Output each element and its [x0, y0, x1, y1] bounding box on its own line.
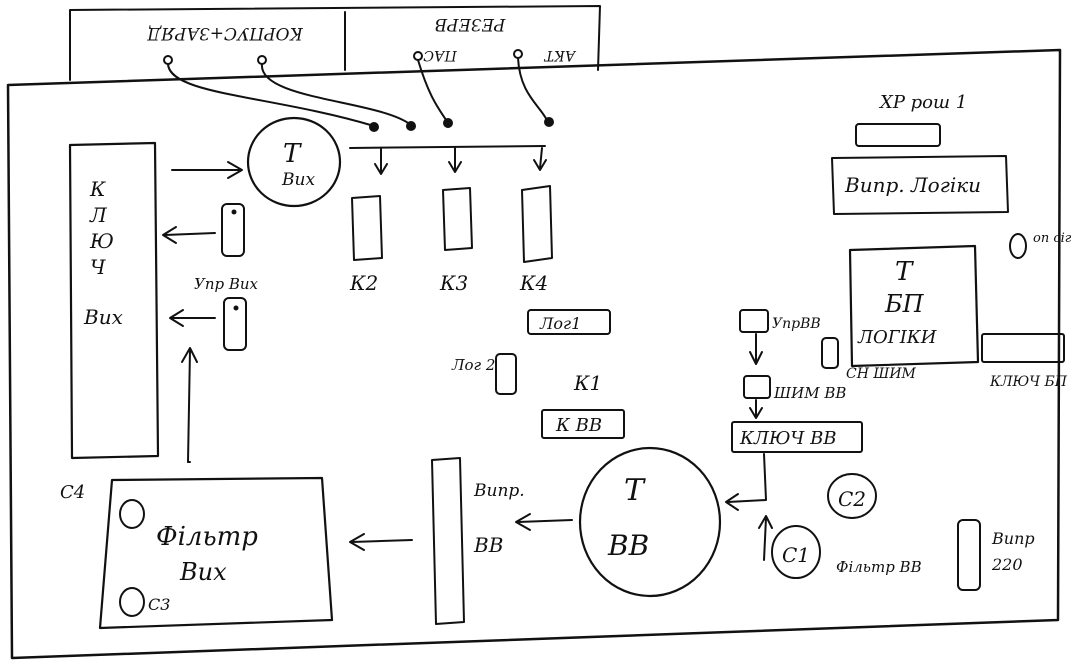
upr-vv-part [739, 309, 769, 333]
top-left-label: КОРПУС+ЗАРЯД [146, 23, 304, 43]
log2-block [495, 353, 517, 395]
upr-out-components: Упр Вих [194, 203, 259, 351]
vypr-vv: Випр. ВВ [349, 457, 525, 625]
opt-sig-part [1009, 233, 1027, 259]
k4-relay [521, 185, 553, 263]
transformer-out: T Вих [246, 116, 342, 208]
psu-logic-block [848, 244, 980, 368]
junction-dot-1 [369, 122, 379, 132]
transformer-out-label: Вих [281, 170, 315, 190]
transformer-vv-label: ВВ [607, 529, 649, 562]
upr-out-part-2 [223, 297, 247, 351]
k-psu-log-block [981, 333, 1065, 363]
opt-sig-label: оп сіг [1033, 231, 1071, 246]
k4-label: К4 [519, 271, 548, 295]
right-blocks: XP рош 1 Випр. Логіки оп сіг T БП ЛОГІКИ… [821, 92, 1071, 390]
c2-capacitor [827, 473, 877, 519]
xp-row-connector [855, 123, 941, 147]
k2-relay [351, 195, 383, 261]
vypr-logic-block [831, 155, 1009, 215]
terminal-4 [513, 49, 523, 59]
input-filter: С2 С1 Фільтр ВВ Випр 220 [771, 473, 1035, 591]
vypr-vv-part [431, 457, 465, 625]
upr-out-part-1 [221, 203, 245, 257]
c3-capacitor [119, 587, 145, 617]
terminal-1 [163, 55, 173, 65]
k1-label: К1 [573, 371, 602, 395]
vypr-220-label-2: 220 [991, 555, 1023, 574]
filter-vv-label: Фільтр ВВ [836, 558, 922, 576]
cn-shim-part [821, 337, 839, 369]
transformer-out-circle [246, 116, 342, 208]
top-panel-outline [69, 5, 601, 81]
transformer-vv-symbol: T [624, 473, 646, 508]
junction-dot-2 [406, 121, 416, 131]
transformer-vv: T ВВ [515, 446, 722, 598]
vypr-vv-label-2: ВВ [473, 533, 503, 557]
upr-out-label: Упр Вих [194, 275, 259, 293]
key-out-letter-3: Ю [89, 229, 114, 253]
psu-logic-symbol: T [895, 257, 914, 287]
junction-dot-3 [443, 118, 453, 128]
key-vv-label: КЛЮЧ ВВ [739, 428, 837, 449]
vypr-vv-label-1: Випр. [473, 481, 525, 501]
k-vv-block [541, 409, 625, 439]
top-sub-label-akt: АКТ [543, 47, 576, 63]
transformer-vv-circle [578, 446, 722, 598]
shim-vv-label: ШИМ ВВ [773, 384, 846, 402]
k-relays: К2 К3 К4 [349, 185, 553, 295]
filter-out-block [98, 476, 334, 630]
vv-control-chain: УпрВВ ШИМ ВВ КЛЮЧ ВВ [725, 309, 863, 561]
key-vv-block [731, 421, 863, 453]
psu-logic-label: БП [884, 290, 925, 318]
k2-label: К2 [349, 271, 378, 295]
xp-row-label: XP рош 1 [878, 92, 967, 113]
log1-label: Лог1 [539, 314, 581, 333]
arrows-left [162, 161, 243, 463]
key-out-letter-4: Ч [90, 255, 106, 279]
key-out-rect [68, 141, 160, 460]
upr-vv-label: УпрВВ [772, 316, 821, 332]
c2-label: С2 [838, 487, 866, 511]
shim-vv-part [743, 375, 771, 399]
top-right-label: РЕЗЕРВ [435, 14, 507, 34]
wires [167, 57, 554, 175]
c4-label: С4 [60, 482, 85, 503]
key-out-letter-2: Л [89, 203, 108, 227]
terminal-3 [413, 51, 423, 61]
vypr-logic-label: Випр. Логіки [844, 173, 981, 197]
key-out-label: Вих [83, 305, 123, 329]
vypr-220-part [957, 519, 981, 591]
psu-logic-sublabel: ЛОГІКИ [857, 327, 937, 348]
top-sub-label-pas: ПАС [423, 47, 458, 63]
log1-block [527, 309, 611, 335]
vypr-220-label-1: Випр [991, 529, 1035, 548]
c1-label: С1 [782, 543, 810, 567]
transformer-out-symbol: T [283, 139, 302, 169]
junction-dot-4 [544, 117, 554, 127]
k-psu-log-label: КЛЮЧ БП лог [989, 374, 1071, 390]
k-vv-label: К ВВ [555, 415, 602, 436]
c3-label: С3 [148, 595, 170, 614]
k3-label: К3 [439, 271, 468, 295]
key-out-letter-1: К [89, 177, 106, 201]
board-outline [6, 48, 1062, 660]
cn-shim-label: СН ШИМ [846, 366, 917, 382]
filter-out-label-2: Вих [179, 558, 227, 586]
key-out-block: К Л Ю Ч Вих [68, 141, 160, 460]
k3-relay [442, 187, 473, 251]
log2-label: Лог 2 [451, 356, 495, 374]
c4-capacitor [119, 499, 145, 529]
filter-out-label-1: Фільтр [156, 522, 258, 552]
terminal-2 [257, 55, 267, 65]
c1-capacitor [771, 525, 821, 579]
logic-blocks: Лог1 Лог 2 К1 К ВВ [451, 309, 625, 439]
filter-out: С4 С3 Фільтр Вих [60, 476, 334, 630]
